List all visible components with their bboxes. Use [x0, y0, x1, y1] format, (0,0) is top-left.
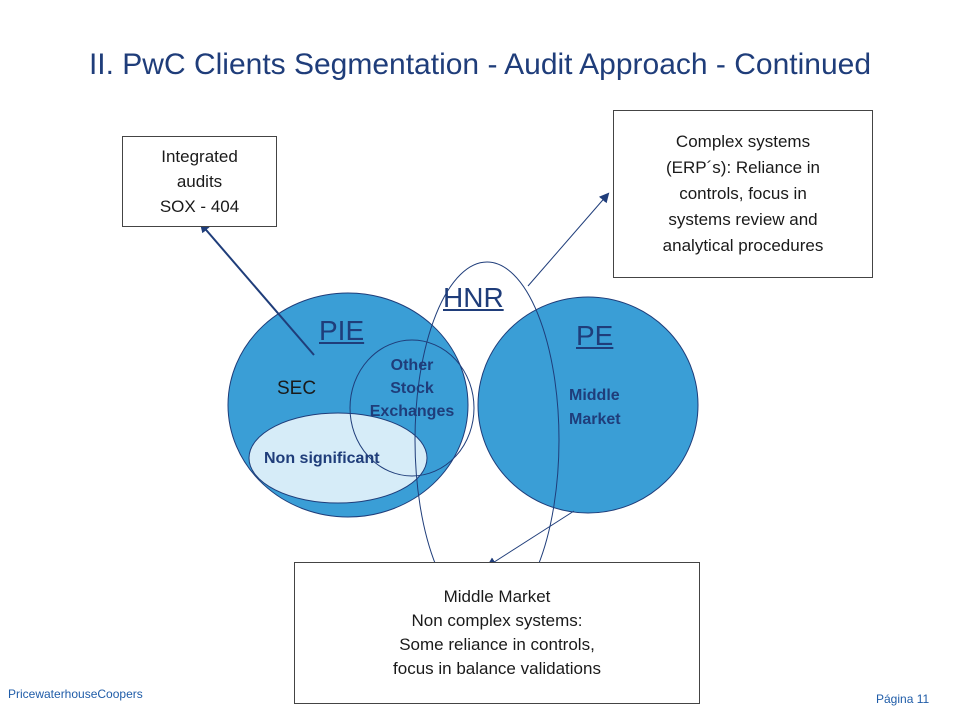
page-title: II. PwC Clients Segmentation - Audit App… [88, 48, 872, 81]
box-line: Complex systems [675, 132, 811, 151]
box-line: Non complex systems: [411, 611, 583, 630]
box-line: focus in balance validations [393, 659, 601, 678]
arrow-to-middle [486, 510, 575, 568]
box-line: systems review and [668, 210, 818, 229]
box-line: Some reliance in controls, [399, 635, 595, 654]
middle-line: Market [569, 411, 621, 428]
pe-label: PE [576, 320, 614, 351]
box-line: Integrated [161, 147, 238, 166]
page-number: Página 11 [876, 692, 930, 706]
pie-label: PIE [319, 315, 365, 346]
other-line: Exchanges [369, 403, 455, 420]
complex-systems-box: Complex systems (ERP´s): Reliance in con… [613, 110, 873, 278]
box-line: analytical procedures [662, 236, 824, 255]
box-line: controls, focus in [679, 184, 807, 203]
other-line: Stock [390, 380, 434, 397]
middle-market-box: Middle Market Non complex systems: Some … [294, 562, 700, 704]
company-footer: PricewaterhouseCoopers [8, 687, 143, 701]
box-line: (ERP´s): Reliance in [666, 158, 820, 177]
middle-line: Middle [569, 387, 620, 404]
box-line: audits [176, 172, 223, 191]
middle-market-label: Middle Market [569, 384, 621, 432]
arrow-to-complex [527, 192, 610, 287]
other-exchanges-circle [349, 339, 475, 477]
box-line: Middle Market [443, 587, 551, 606]
pe-circle [477, 296, 699, 514]
hnr-label: HNR [443, 282, 504, 313]
non-significant-ellipse [248, 412, 428, 504]
arrow-to-sox [199, 222, 315, 356]
box-line: SOX - 404 [159, 197, 240, 216]
other-stock-exchanges-label: Other Stock Exchanges [352, 354, 472, 423]
integrated-audits-box: Integrated audits SOX - 404 [122, 136, 277, 227]
other-line: Other [390, 357, 434, 374]
non-significant-label: Non significant [264, 450, 380, 467]
sec-label: SEC [277, 378, 317, 399]
